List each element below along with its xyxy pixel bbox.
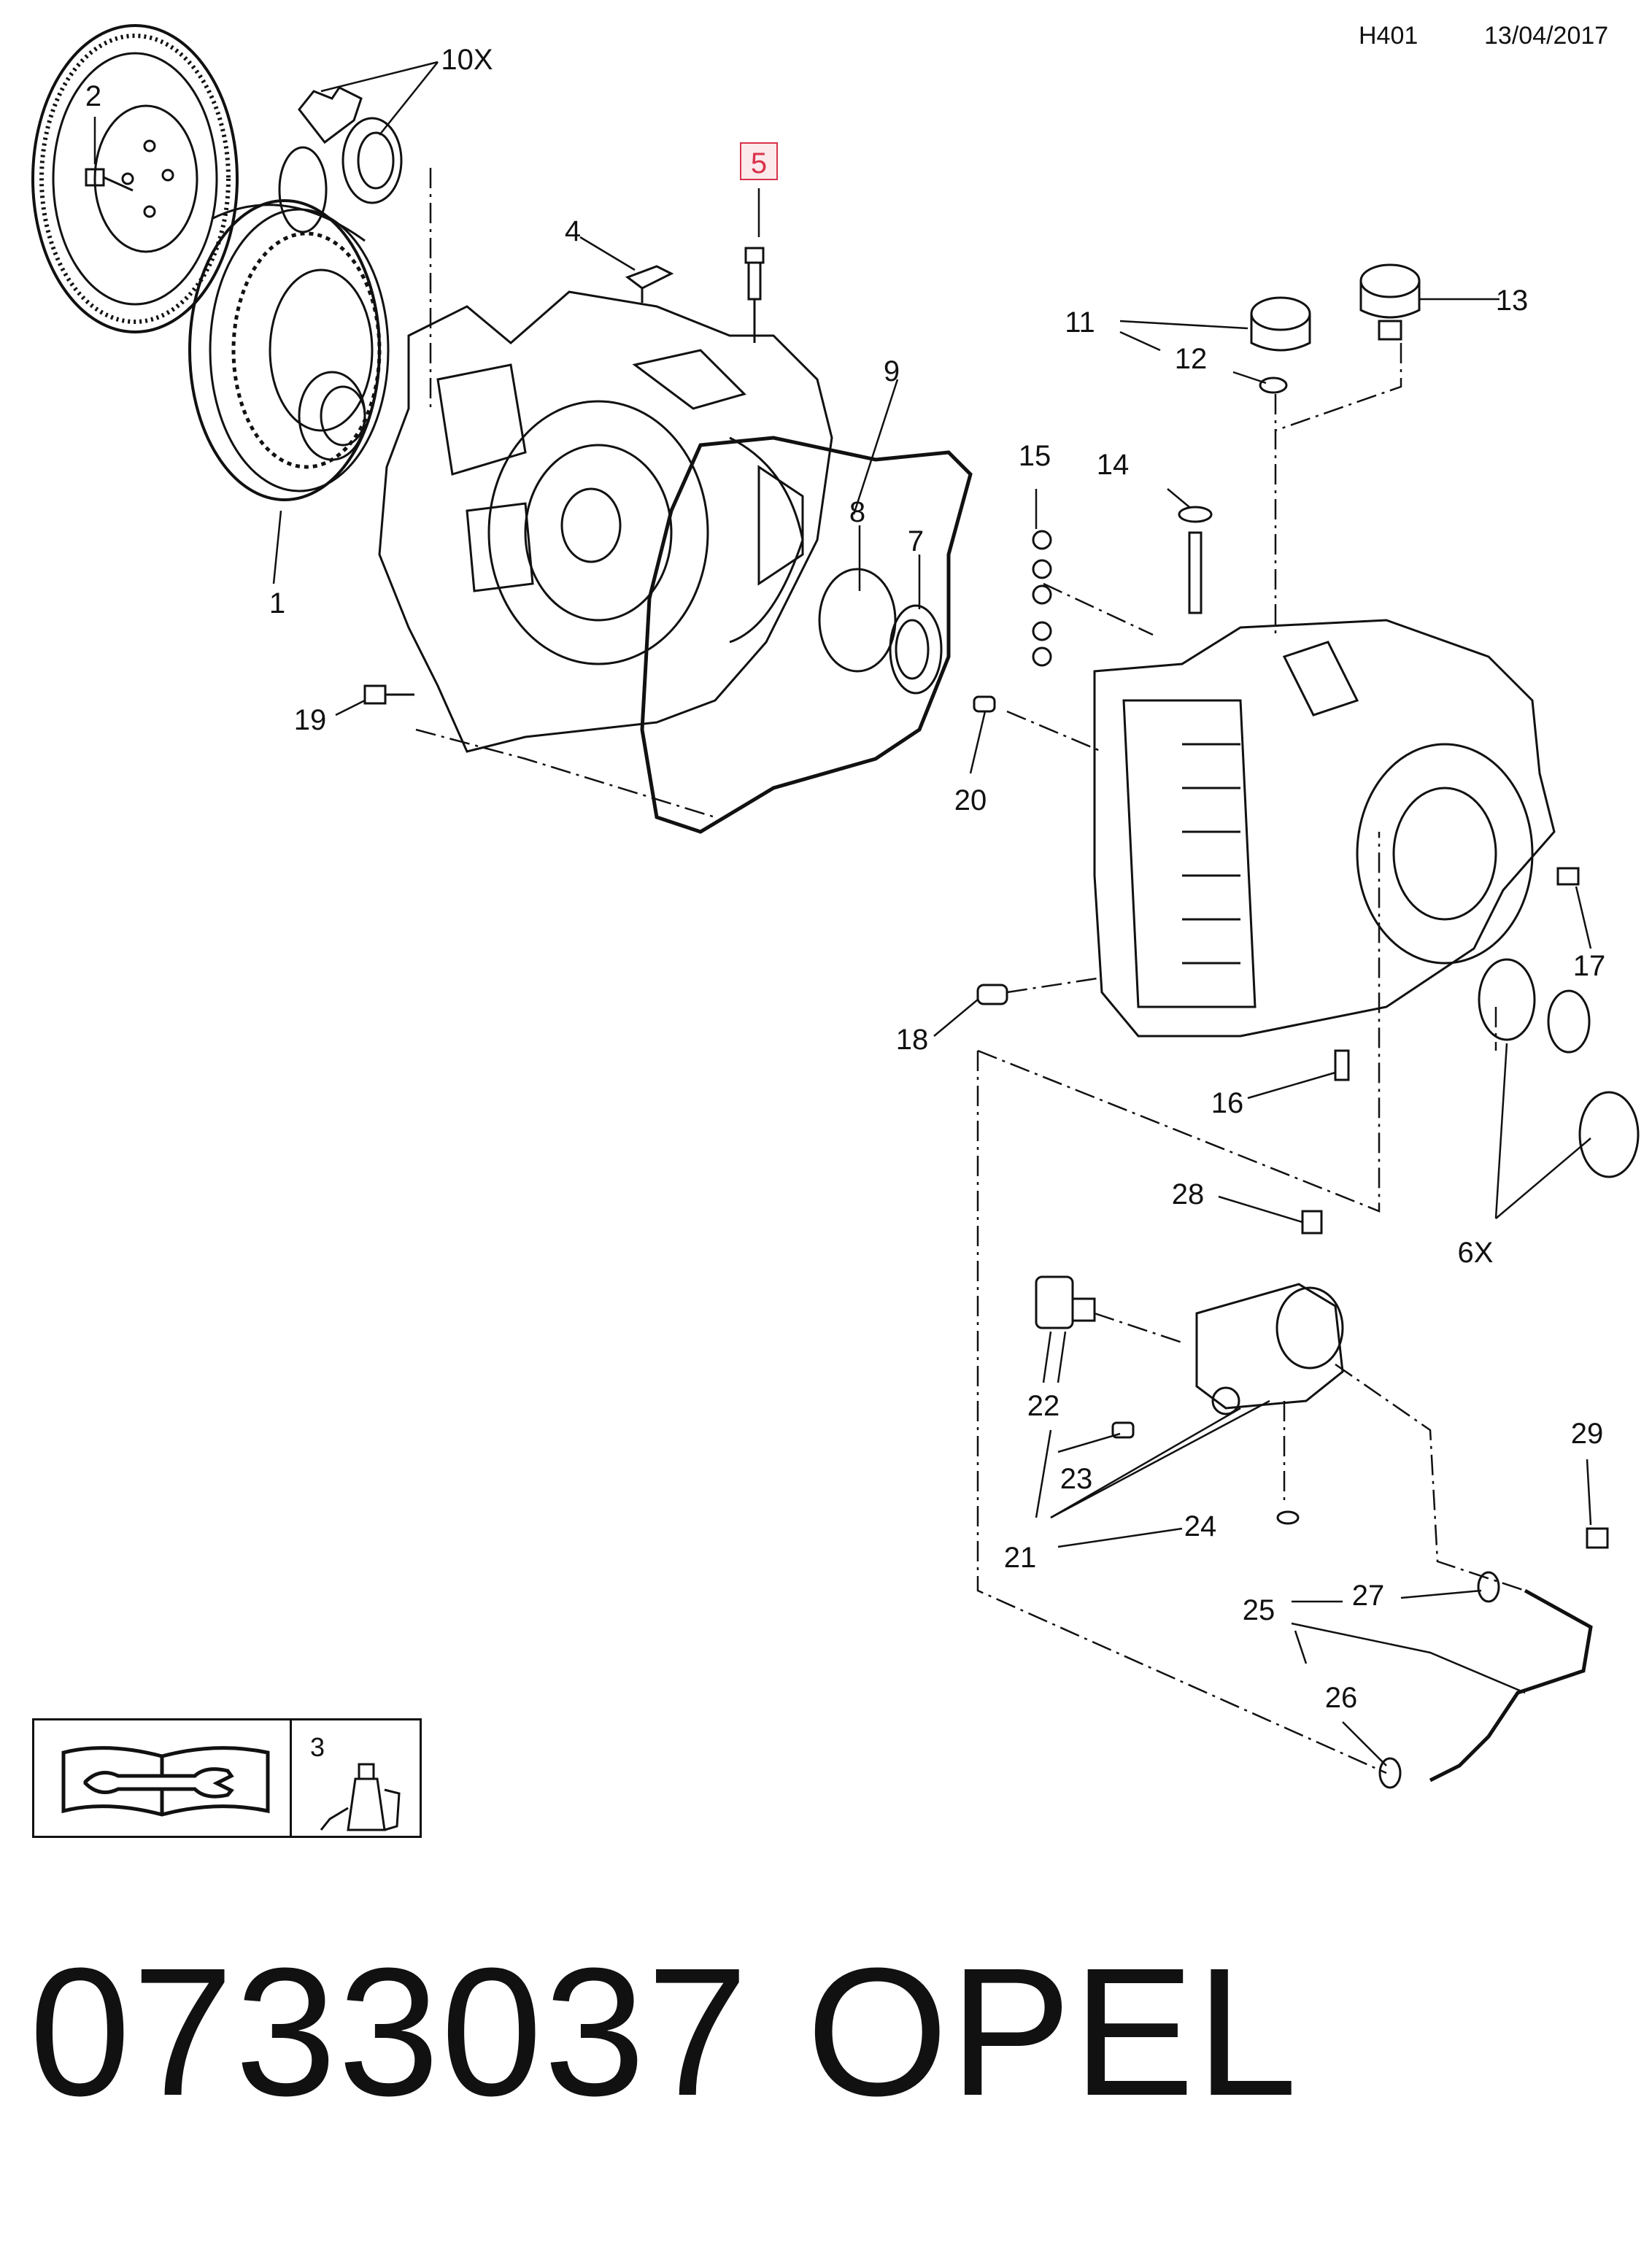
callout-13: 13 [1496,285,1529,317]
seal-24 [1276,1510,1300,1525]
callout-23: 23 [1060,1463,1093,1495]
callout-11: 11 [1065,306,1095,339]
part-number: 0733037 [29,1930,750,2133]
plugs-15 [1032,530,1052,667]
sensor-22 [1035,1275,1096,1329]
harness-25 [1429,1588,1593,1782]
callout-10x: 10X [441,44,493,76]
transmission-case [378,290,833,753]
bolt-29 [1586,1527,1609,1549]
snap-ring-8 [818,568,897,673]
callout-5: 5 [751,147,767,179]
bolt-17 [1556,867,1580,886]
brand-name: OPEL [806,1930,1299,2133]
callout-22: 22 [1027,1390,1060,1422]
gasket-9 [640,436,973,834]
cap-13 [1359,263,1421,341]
bolt-19 [363,684,414,705]
callout-2: 2 [85,80,101,112]
callout-4: 4 [565,215,581,247]
seal-27 [1477,1571,1500,1603]
callout-1: 1 [269,587,285,619]
seal-7 [889,604,943,695]
callout-7: 7 [908,525,924,557]
callout-5-highlight [740,142,778,180]
vent-4 [625,265,674,303]
plug-5 [744,247,765,343]
callout-27: 27 [1352,1580,1385,1612]
callout-6x: 6X [1458,1237,1494,1269]
pin-14 [1178,506,1213,614]
callout-15: 15 [1019,440,1051,472]
sensor-23 [1111,1421,1135,1439]
diagram-code: H401 [1359,22,1419,50]
torque-converter [188,199,390,501]
repair-manual-icon [61,1746,270,1817]
cap-11 [1250,296,1311,352]
diagram-date: 13/04/2017 [1484,22,1609,50]
callout-26: 26 [1325,1682,1358,1714]
valve-body-housing [1093,619,1556,1038]
bolt-2 [85,168,134,192]
bolt-28 [1301,1210,1323,1235]
seal-6x [1478,958,1640,1178]
actuator-assembly-21 [1195,1283,1344,1415]
legend-callout-3: 3 [310,1732,325,1762]
seal-26 [1378,1757,1402,1789]
callout-8: 8 [849,496,865,528]
callout-28: 28 [1172,1178,1205,1210]
callout-16: 16 [1211,1087,1244,1119]
callout-29: 29 [1571,1418,1604,1450]
seal-12 [1259,376,1288,394]
callout-12: 12 [1175,343,1208,375]
callout-25: 25 [1243,1594,1275,1626]
sleeve-20 [973,695,996,713]
callout-9: 9 [884,355,900,387]
seal-10x [278,86,403,233]
callout-24: 24 [1184,1510,1217,1542]
callout-21: 21 [1004,1542,1037,1574]
callout-14: 14 [1097,449,1130,481]
bolt-16 [1334,1049,1350,1081]
legend-divider [290,1720,292,1836]
flexplate [31,24,239,333]
callout-19: 19 [294,704,327,736]
sealant-bottle-icon [320,1763,401,1831]
callout-20: 20 [954,784,987,816]
sleeve-18 [976,984,1008,1005]
callout-17: 17 [1573,950,1606,982]
legend-box: 3 [32,1718,422,1838]
callout-18: 18 [896,1024,929,1056]
